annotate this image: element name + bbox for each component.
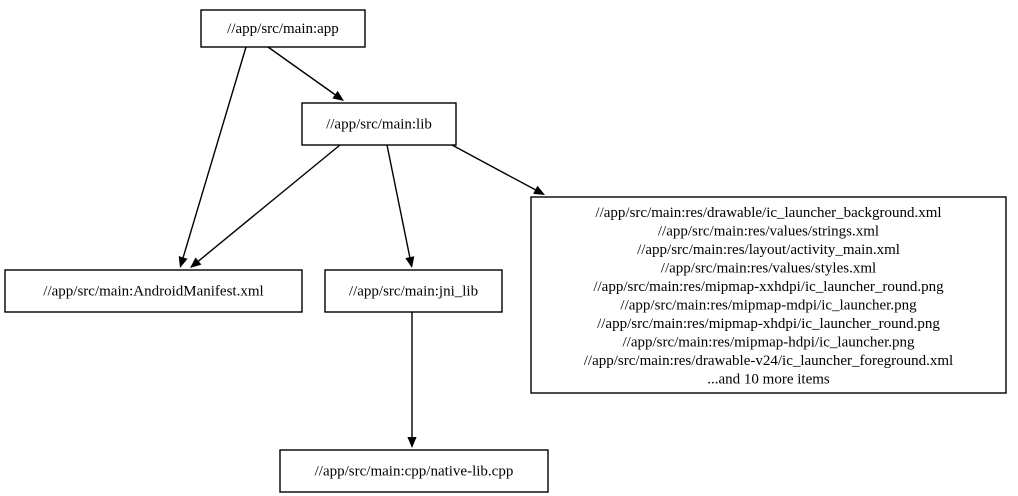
node-label-native_lib: //app/src/main:cpp/native-lib.cpp [315, 463, 514, 479]
edge-layer [178, 46, 545, 448]
graph-edge-app-to-manifest [178, 46, 247, 268]
node-box-lib[interactable] [301, 102, 457, 146]
graph-node-app[interactable]: //app/src/main:app [200, 9, 366, 48]
node-box-jni_lib[interactable] [324, 269, 503, 313]
graph-node-jni_lib[interactable]: //app/src/main:jni_lib [324, 269, 503, 313]
graph-edge-lib-to-jni_lib [386, 144, 415, 268]
node-label-line: //app/src/main:res/drawable/ic_launcher_… [595, 205, 941, 221]
node-box-manifest[interactable] [4, 269, 303, 313]
node-label-line: //app/src/main:res/mipmap-mdpi/ic_launch… [620, 297, 917, 313]
graph-edge-lib-to-resources [451, 144, 545, 195]
node-label-line: //app/src/main:res/values/styles.xml [661, 260, 876, 276]
node-layer: //app/src/main:app //app/src/main:lib //ap… [4, 9, 1007, 493]
node-label-resources: //app/src/main:res/drawable/ic_launcher_… [584, 205, 953, 388]
node-label-line: //app/src/main:res/mipmap-xxhdpi/ic_laun… [593, 279, 944, 295]
node-label-app: //app/src/main:app [227, 21, 339, 37]
node-label-jni_lib: //app/src/main:jni_lib [349, 283, 478, 299]
node-label-line: //app/src/main:res/values/strings.xml [658, 223, 879, 239]
graph-node-lib[interactable]: //app/src/main:lib [301, 102, 457, 146]
graph-edge-jni_lib-to-native_lib [407, 312, 417, 448]
node-box-app[interactable] [200, 9, 366, 48]
graph-node-resources[interactable]: //app/src/main:res/drawable/ic_launcher_… [530, 196, 1007, 394]
graph-edge-lib-to-manifest [190, 144, 341, 268]
node-label-line: ...and 10 more items [707, 371, 830, 387]
node-label-line: //app/src/main:res/mipmap-xhdpi/ic_launc… [597, 316, 940, 332]
node-label-line: //app/src/main:res/mipmap-hdpi/ic_launch… [622, 334, 915, 350]
node-label-manifest: //app/src/main:AndroidManifest.xml [43, 283, 263, 299]
graph-edge-app-to-lib [267, 46, 344, 101]
graph-node-native_lib[interactable]: //app/src/main:cpp/native-lib.cpp [279, 449, 549, 493]
node-label-line: //app/src/main:res/layout/activity_main.… [637, 242, 900, 258]
graph-node-manifest[interactable]: //app/src/main:AndroidManifest.xml [4, 269, 303, 313]
node-label-line: //app/src/main:res/drawable-v24/ic_launc… [584, 353, 953, 369]
node-box-resources[interactable] [530, 196, 1007, 394]
node-box-native_lib[interactable] [279, 449, 549, 493]
node-label-lib: //app/src/main:lib [326, 116, 432, 132]
